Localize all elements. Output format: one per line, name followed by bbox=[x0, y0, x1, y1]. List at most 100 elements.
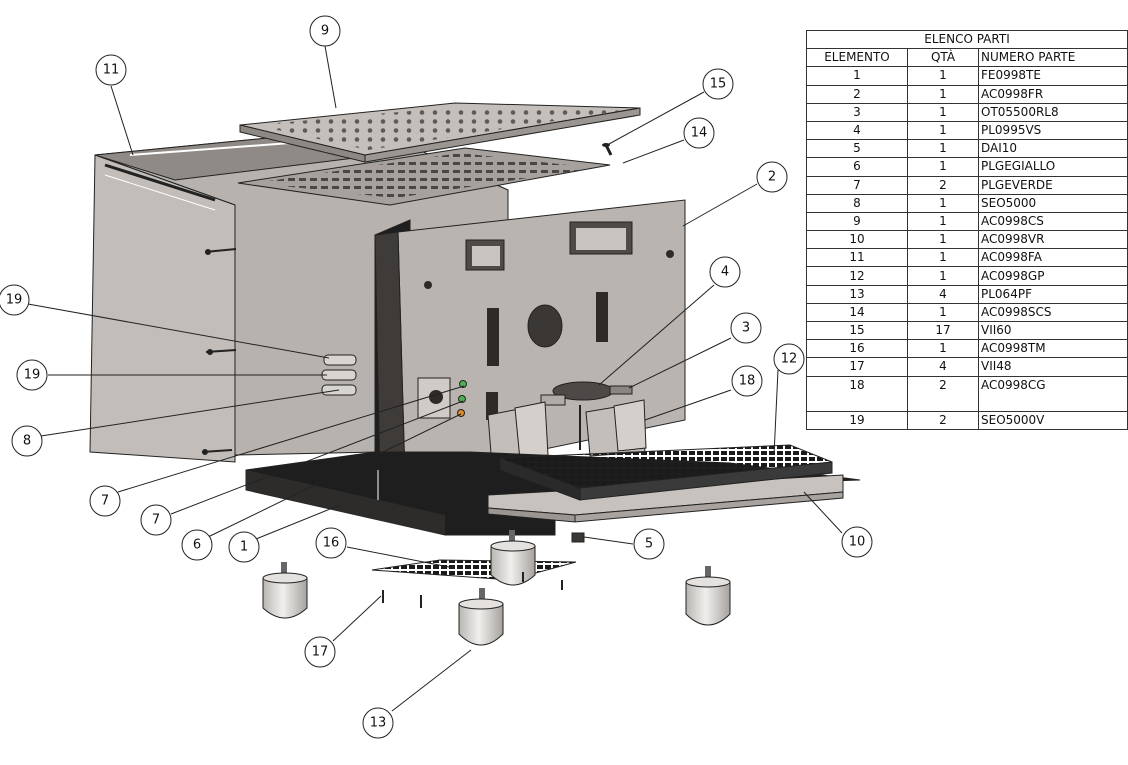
svg-text:19: 19 bbox=[24, 368, 41, 383]
balloon-18: 18 bbox=[731, 365, 763, 397]
cell-qty: 2 bbox=[907, 175, 979, 195]
svg-text:18: 18 bbox=[739, 374, 756, 389]
cell-qty: 1 bbox=[907, 230, 979, 250]
balloon-15: 15 bbox=[702, 68, 734, 100]
cell-item: 10 bbox=[806, 230, 908, 250]
cell-item: 8 bbox=[806, 193, 908, 213]
cup-grid bbox=[499, 444, 833, 501]
cup-guard-right bbox=[585, 399, 647, 457]
leader-lines bbox=[27, 45, 843, 712]
parts-list-table: ELENCO PARTI ELEMENTO QTÀ NUMERO PARTE 1… bbox=[806, 29, 1128, 430]
foot-rear-right bbox=[685, 566, 731, 626]
svg-text:6: 6 bbox=[193, 538, 201, 553]
cell-qty: 4 bbox=[907, 284, 979, 304]
cell-qty: 1 bbox=[907, 139, 979, 159]
cell-qty: 17 bbox=[907, 320, 979, 341]
cell-part-number: PLGEVERDE bbox=[978, 175, 1128, 195]
cell-item: 15 bbox=[806, 320, 908, 341]
cell-item: 17 bbox=[806, 357, 908, 377]
nut-5 bbox=[571, 532, 585, 543]
cell-item: 4 bbox=[806, 120, 908, 141]
cell-part-number: AC0998GP bbox=[978, 266, 1128, 286]
svg-text:16: 16 bbox=[323, 536, 340, 551]
balloon-7-lower: 7 bbox=[140, 504, 172, 536]
balloon-10: 10 bbox=[841, 526, 873, 558]
cell-qty: 1 bbox=[907, 66, 979, 86]
cell-qty: 1 bbox=[907, 302, 979, 323]
column-header-qty: QTÀ bbox=[907, 48, 979, 68]
drip-tray bbox=[487, 474, 844, 523]
svg-text:17: 17 bbox=[312, 645, 329, 660]
svg-text:7: 7 bbox=[152, 513, 160, 528]
cable-glands bbox=[321, 354, 357, 396]
cell-part-number: PL064PF bbox=[978, 284, 1128, 304]
cell-part-number: SEO5000 bbox=[978, 193, 1128, 213]
column-header-item: ELEMENTO bbox=[806, 48, 908, 68]
balloon-1: 1 bbox=[228, 531, 260, 563]
cell-item: 6 bbox=[806, 157, 908, 177]
balloon-3: 3 bbox=[730, 312, 762, 344]
svg-text:19: 19 bbox=[6, 293, 23, 308]
cell-item: 2 bbox=[806, 84, 908, 104]
svg-text:5: 5 bbox=[645, 537, 653, 552]
balloon-17: 17 bbox=[304, 636, 336, 668]
side-panel-fasteners bbox=[201, 248, 237, 455]
cell-item: 9 bbox=[806, 211, 908, 232]
svg-text:13: 13 bbox=[370, 716, 387, 731]
screws-17 bbox=[382, 572, 563, 608]
cell-qty: 1 bbox=[907, 102, 979, 122]
balloon-8: 8 bbox=[11, 425, 43, 457]
cell-item: 11 bbox=[806, 248, 908, 268]
svg-text:8: 8 bbox=[23, 434, 31, 449]
svg-text:14: 14 bbox=[691, 126, 708, 141]
cell-item: 19 bbox=[806, 410, 908, 430]
cell-qty: 1 bbox=[907, 339, 979, 359]
cell-qty: 1 bbox=[907, 211, 979, 232]
bottom-grid bbox=[371, 559, 577, 581]
cell-qty: 1 bbox=[907, 157, 979, 177]
cell-part-number: FE0998TE bbox=[978, 66, 1128, 86]
foot-rear-center bbox=[490, 530, 536, 586]
cell-part-number: AC0998FR bbox=[978, 84, 1128, 104]
cell-item: 3 bbox=[806, 102, 908, 122]
svg-text:15: 15 bbox=[710, 77, 727, 92]
perforated-top-plate bbox=[239, 102, 641, 163]
cell-qty: 1 bbox=[907, 266, 979, 286]
balloon-19-upper: 19 bbox=[0, 284, 30, 316]
cell-part-number: AC0998SCS bbox=[978, 302, 1128, 323]
balloon-19-lower: 19 bbox=[16, 359, 48, 391]
cell-item: 14 bbox=[806, 302, 908, 323]
balloon-11: 11 bbox=[95, 54, 127, 86]
cell-qty: 1 bbox=[907, 248, 979, 268]
balloon-12: 12 bbox=[773, 343, 805, 375]
svg-text:2: 2 bbox=[768, 170, 776, 185]
cell-item: 18 bbox=[806, 375, 908, 412]
svg-text:3: 3 bbox=[742, 321, 750, 336]
svg-text:1: 1 bbox=[240, 540, 248, 555]
cell-part-number: PLGEGIALLO bbox=[978, 157, 1128, 177]
cell-item: 1 bbox=[806, 66, 908, 86]
cell-part-number: VII48 bbox=[978, 357, 1128, 377]
screw-15 bbox=[602, 143, 613, 156]
svg-text:7: 7 bbox=[101, 494, 109, 509]
cell-part-number: OT05500RL8 bbox=[978, 102, 1128, 122]
balloon-5: 5 bbox=[633, 528, 665, 560]
svg-text:11: 11 bbox=[103, 63, 120, 78]
indicator-lights bbox=[457, 380, 467, 417]
svg-text:12: 12 bbox=[781, 352, 798, 367]
parts-list-header-row: ELEMENTO QTÀ NUMERO PARTE bbox=[806, 48, 1128, 68]
